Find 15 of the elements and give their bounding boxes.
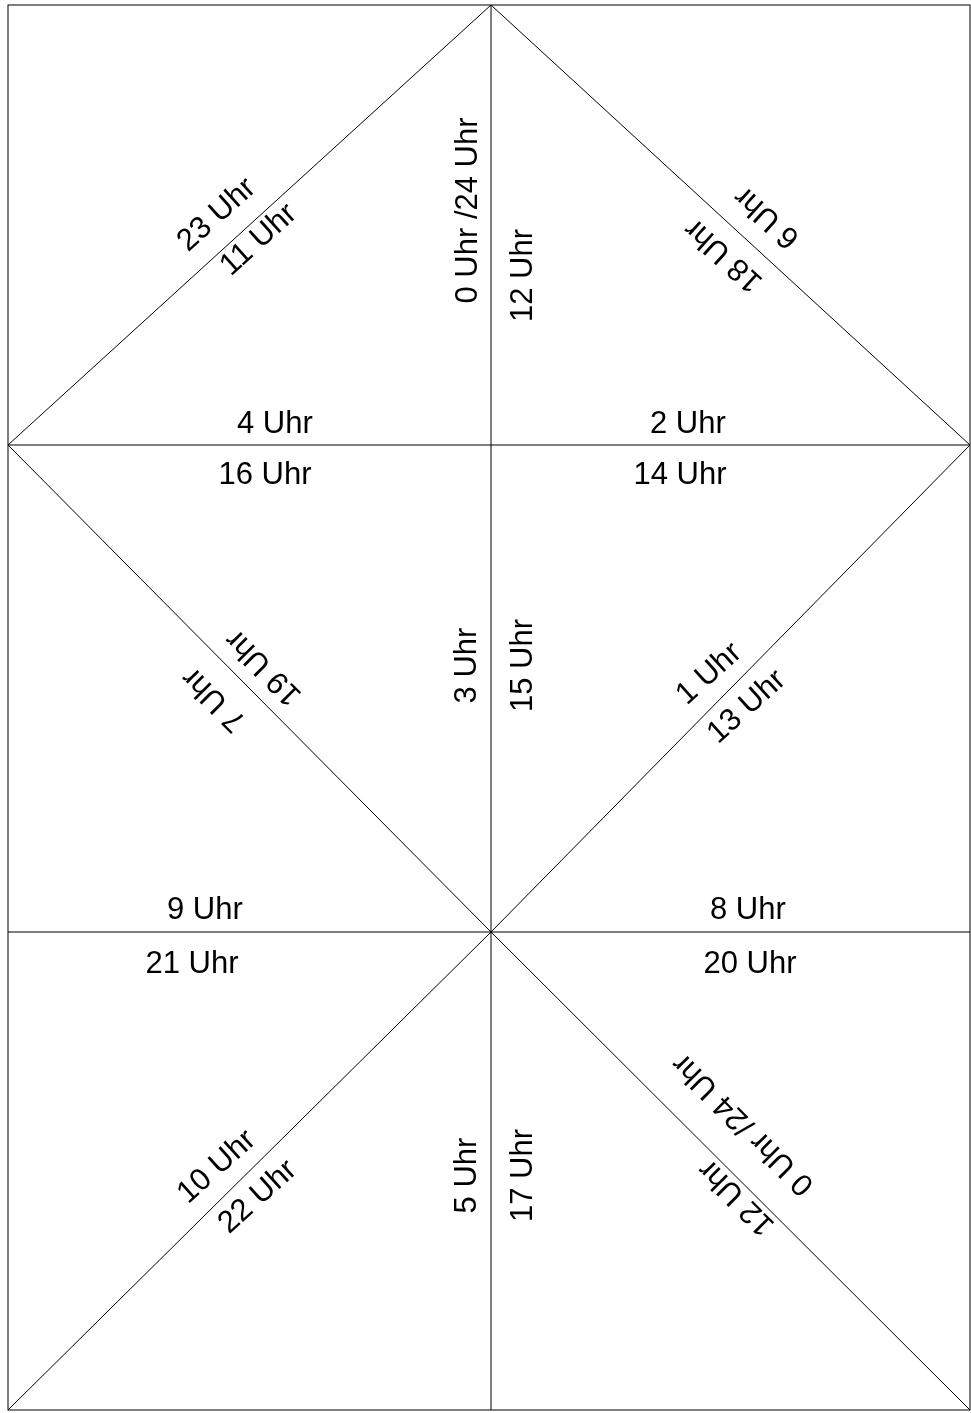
time-label: 3 Uhr <box>450 627 482 703</box>
time-label: 8 Uhr <box>710 892 786 924</box>
time-label: 16 Uhr <box>218 457 312 489</box>
time-label: 5 Uhr <box>450 1137 482 1213</box>
time-label: 17 Uhr <box>505 1128 537 1222</box>
time-label: 0 Uhr /24 Uhr <box>450 116 482 304</box>
time-label: 12 Uhr <box>505 228 537 322</box>
time-label: 4 Uhr <box>237 406 313 438</box>
time-label: 2 Uhr <box>650 406 726 438</box>
time-label: 14 Uhr <box>633 457 727 489</box>
time-label: 6 Uhr <box>727 181 805 255</box>
time-label: 21 Uhr <box>145 946 239 978</box>
time-label: 15 Uhr <box>505 618 537 712</box>
time-label: 20 Uhr <box>703 946 797 978</box>
time-label: 9 Uhr <box>167 892 243 924</box>
